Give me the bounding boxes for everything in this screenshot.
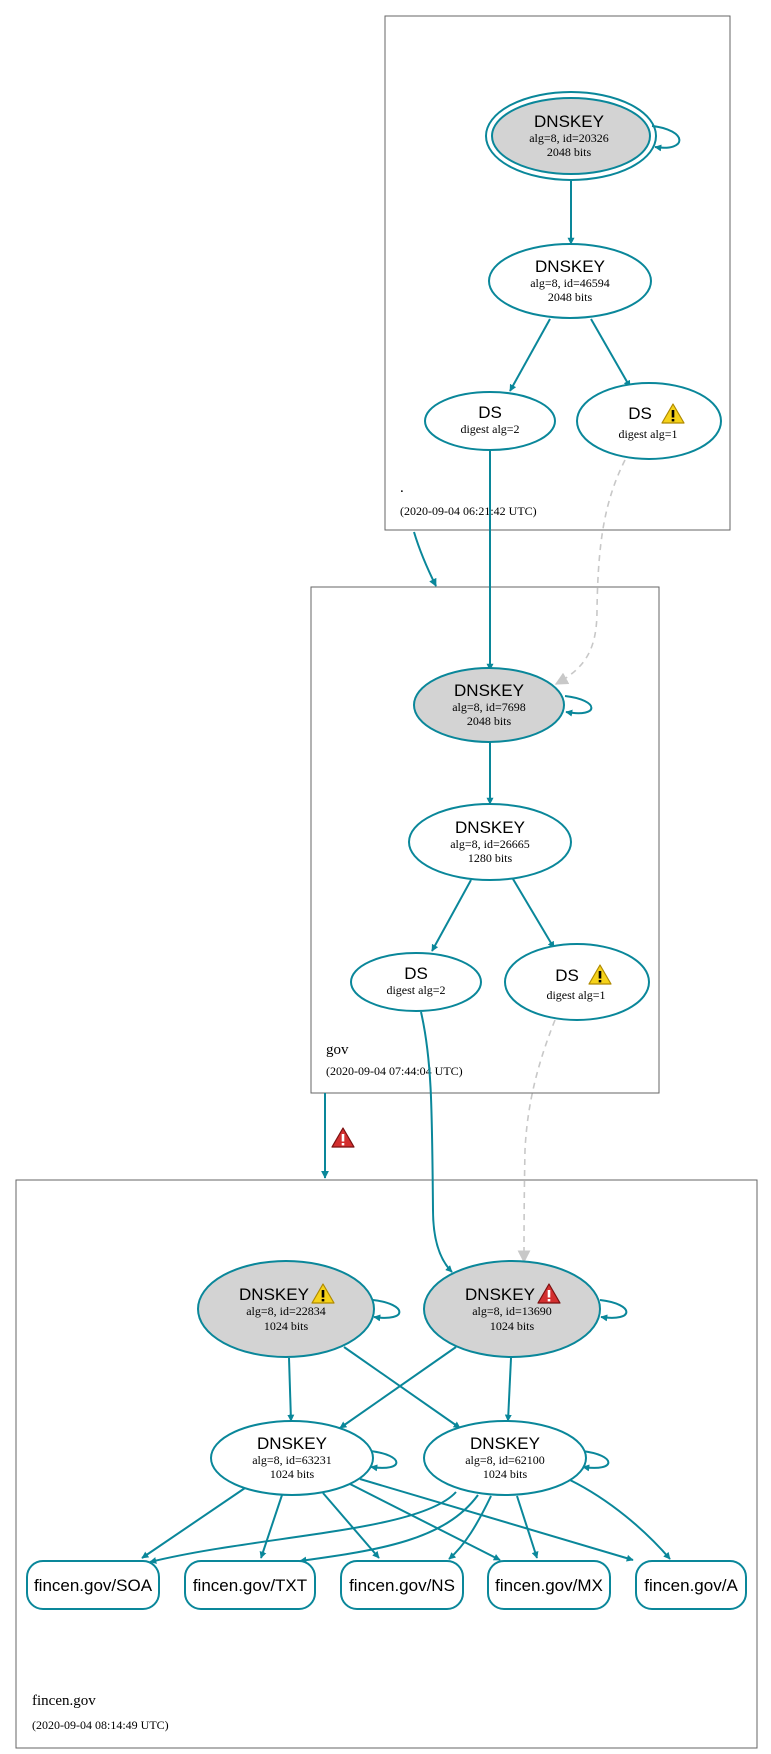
edge-fin-z1-to-mx (349, 1483, 501, 1561)
edge-fin-z2-to-txt (299, 1494, 479, 1564)
edge-fin-z1-to-soa (141, 1487, 246, 1559)
node-gov-zsk-bits: 1280 bits (468, 851, 513, 865)
node-fincen-zsk-63231[interactable]: DNSKEY alg=8, id=63231 1024 bits (210, 1420, 374, 1496)
node-gov-ksk-title: DNSKEY (454, 681, 524, 700)
node-root-zsk[interactable]: DNSKEY alg=8, id=46594 2048 bits (488, 243, 652, 319)
node-gov-zsk-id: alg=8, id=26665 (450, 837, 530, 851)
zone-gov-name: gov (326, 1042, 349, 1058)
edge-fin-k2-self (599, 1299, 628, 1322)
node-root-ds1-digest: digest alg=1 (618, 427, 677, 441)
node-fincen-zsk-63231-title: DNSKEY (257, 1434, 327, 1453)
edge-fin-k2-to-z2 (504, 1357, 512, 1422)
edge-root-zsk-to-ds2 (509, 318, 551, 392)
node-root-ksk-bits: 2048 bits (547, 145, 592, 159)
node-fincen-ksk-13690-title: DNSKEY (465, 1285, 535, 1304)
edge-root-zsk-to-ds1 (590, 318, 631, 388)
edge-fin-z2-to-soa (149, 1491, 457, 1564)
rrset-soa[interactable]: fincen.gov/SOA (26, 1560, 160, 1610)
edge-fin-k1-self (372, 1299, 401, 1322)
edge-gov-ksk-self (564, 695, 593, 717)
node-gov-ds1-digest: digest alg=1 (546, 988, 605, 1002)
zone-fincen-timestamp: (2020-09-04 08:14:49 UTC) (32, 1718, 169, 1732)
edge-fin-z1-to-ns (322, 1492, 380, 1559)
edge-root-ksk-self (651, 125, 681, 152)
edge-fin-k1-to-z1 (287, 1357, 295, 1422)
node-fincen-zsk-63231-id: alg=8, id=63231 (252, 1453, 332, 1467)
node-root-ksk[interactable]: DNSKEY alg=8, id=20326 2048 bits (485, 91, 657, 181)
node-fincen-zsk-62100[interactable]: DNSKEY alg=8, id=62100 1024 bits (423, 1420, 587, 1496)
rrset-txt[interactable]: fincen.gov/TXT (184, 1560, 316, 1610)
node-root-zsk-id: alg=8, id=46594 (530, 276, 610, 290)
node-root-ds1-title: DS (628, 404, 652, 423)
node-gov-ds2-digest: digest alg=2 (386, 983, 445, 997)
node-root-zsk-bits: 2048 bits (548, 290, 593, 304)
edge-fin-z1-to-txt (259, 1494, 283, 1559)
edge-fin-k2-to-z1 (339, 1346, 457, 1429)
node-fincen-ksk-22834-title: DNSKEY (239, 1285, 309, 1304)
node-root-ds2-title: DS (478, 403, 502, 422)
edge-gov-zsk-to-ds1 (512, 878, 555, 949)
node-gov-zsk[interactable]: DNSKEY alg=8, id=26665 1280 bits (408, 803, 572, 881)
zone-root-timestamp: (2020-09-04 06:21:42 UTC) (400, 504, 537, 518)
node-gov-zsk-title: DNSKEY (455, 818, 525, 837)
rrset-mx[interactable]: fincen.gov/MX (487, 1560, 611, 1610)
edge-gov-zsk-to-ds2 (431, 879, 472, 952)
edge-root-ds1-to-gov-ksk (554, 459, 626, 685)
zone-gov-timestamp: (2020-09-04 07:44:04 UTC) (326, 1064, 463, 1078)
node-fincen-zsk-62100-id: alg=8, id=62100 (465, 1453, 545, 1467)
edge-gov-ds1-to-fincen-k2 (517, 1019, 556, 1264)
node-root-ksk-id: alg=8, id=20326 (529, 131, 609, 145)
node-fincen-ksk-13690-id: alg=8, id=13690 (472, 1304, 552, 1318)
node-fincen-zsk-63231-bits: 1024 bits (270, 1467, 315, 1481)
edge-fin-z1-self (369, 1450, 398, 1472)
edge-gov-ds2-to-fincen-k2 (420, 1011, 453, 1273)
edge-fin-z2-self (581, 1450, 610, 1472)
node-gov-ds1[interactable]: DS digest alg=1 (504, 943, 650, 1021)
node-fincen-ksk-13690-bits: 1024 bits (490, 1319, 535, 1333)
node-gov-ds1-title: DS (555, 966, 579, 985)
edge-fin-z2-to-ns (448, 1495, 492, 1560)
delegation-root-to-gov (413, 531, 437, 587)
rrset-ns[interactable]: fincen.gov/NS (340, 1560, 464, 1610)
node-gov-ksk-bits: 2048 bits (467, 714, 512, 728)
node-fincen-ksk-13690[interactable]: DNSKEY alg=8, id=13690 1024 bits (423, 1260, 601, 1358)
rrset-soa-label: fincen.gov/SOA (34, 1576, 153, 1595)
node-root-ds2[interactable]: DS digest alg=2 (424, 391, 556, 451)
node-fincen-ksk-22834[interactable]: DNSKEY alg=8, id=22834 1024 bits (197, 1260, 375, 1358)
node-gov-ksk[interactable]: DNSKEY alg=8, id=7698 2048 bits (413, 667, 565, 743)
node-root-ds1[interactable]: DS digest alg=1 (576, 382, 722, 460)
zone-fincen-name: fincen.gov (32, 1693, 96, 1709)
edge-fin-z1-to-a (359, 1478, 634, 1562)
node-root-zsk-title: DNSKEY (535, 257, 605, 276)
node-fincen-ksk-22834-id: alg=8, id=22834 (246, 1304, 326, 1318)
zone-fincen-box (15, 1179, 758, 1749)
rrset-a-label: fincen.gov/A (644, 1576, 738, 1595)
node-gov-ds2-title: DS (404, 964, 428, 983)
zone-root-name: . (400, 480, 404, 496)
edge-fin-k1-to-z2 (343, 1346, 461, 1429)
node-fincen-ksk-22834-bits: 1024 bits (264, 1319, 309, 1333)
rrset-mx-label: fincen.gov/MX (495, 1576, 603, 1595)
node-root-ds2-digest: digest alg=2 (460, 422, 519, 436)
node-gov-ksk-id: alg=8, id=7698 (452, 700, 526, 714)
node-fincen-zsk-62100-title: DNSKEY (470, 1434, 540, 1453)
edge-fin-z2-to-mx (516, 1495, 539, 1559)
rrset-a[interactable]: fincen.gov/A (635, 1560, 747, 1610)
delegation-error-icon (331, 1127, 355, 1148)
node-root-ksk-title: DNSKEY (534, 112, 604, 131)
node-gov-ds2[interactable]: DS digest alg=2 (350, 952, 482, 1012)
zone-fincen: fincen.gov (2020-09-04 08:14:49 UTC) (15, 1179, 758, 1749)
rrset-txt-label: fincen.gov/TXT (193, 1576, 307, 1595)
node-fincen-zsk-62100-bits: 1024 bits (483, 1467, 528, 1481)
rrset-ns-label: fincen.gov/NS (349, 1576, 455, 1595)
edge-fin-z2-to-a (569, 1479, 671, 1560)
